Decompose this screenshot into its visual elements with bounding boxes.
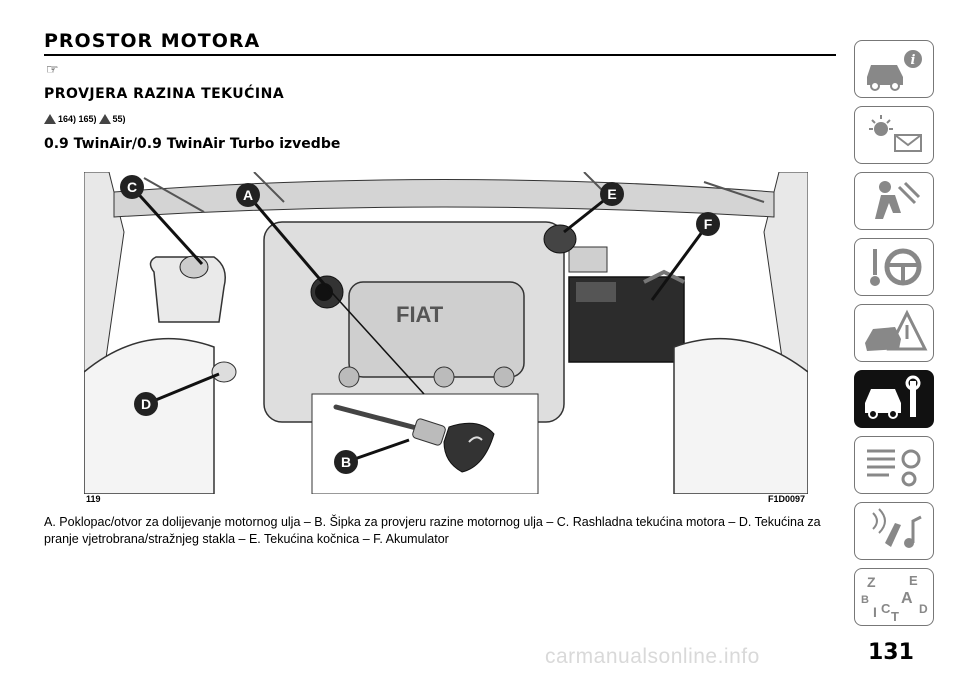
watermark: carmanualsonline.info [545,645,760,668]
index-letter-5: I [873,604,877,620]
steering-wheel-icon [870,248,922,286]
index-letter-6: C [881,601,891,616]
tab-dashboard-lights[interactable] [854,106,934,164]
tab-technical-data[interactable] [854,436,934,494]
callout-D-label: D [141,396,151,412]
callout-C-label: C [127,179,137,195]
warning-ref-first: 164) 165) [58,114,97,124]
variant-heading: 0.9 TwinAir/0.9 TwinAir Turbo izvedbe [44,136,341,152]
tab-emergency[interactable] [854,304,934,362]
callout-E-label: E [607,186,616,202]
callout-A: A [236,183,260,207]
index-letter-8: D [919,602,928,616]
index-letter-7: T [891,609,899,624]
tab-multimedia[interactable] [854,502,934,560]
engine-illustration: FIAT C A [84,172,808,494]
figure-code: F1D0097 [768,494,806,504]
warning-icon [98,114,111,124]
index-letter-1: Z [867,574,876,590]
callout-F: F [696,212,720,236]
index-icon: Z E A B I C T D [861,573,928,624]
tab-index[interactable]: Z E A B I C T D [854,568,934,626]
tab-service[interactable] [854,370,934,428]
figure-number: 119 [86,494,101,504]
page-title: PROSTOR MOTORA [44,30,261,52]
callout-B: B [334,450,358,474]
tab-car-info[interactable]: i [854,40,934,98]
callout-B-label: B [341,454,351,470]
dashboard-lights-icon [869,115,922,152]
warning-refs: 164) 165) 55) [44,114,126,124]
callout-D: D [134,392,158,416]
engine-figure: FIAT C A [84,172,808,494]
index-letter-2: E [909,573,918,588]
callout-E: E [600,182,624,206]
figure-caption: A. Poklopac/otvor za dolijevanje motorno… [44,515,821,546]
page-number: 131 [868,640,914,665]
callout-A-label: A [243,187,253,203]
tab-steering[interactable] [854,238,934,296]
technical-data-icon [867,449,921,487]
callout-F-label: F [704,216,713,232]
hand-icon: ☞ [46,61,59,77]
index-letter-3: A [901,590,913,607]
car-service-wrench-icon [865,375,921,419]
title-rule [44,54,836,56]
section-subtitle: PROVJERA RAZINA TEKUĆINA [44,86,285,102]
warning-ref-second: 55) [112,114,126,124]
emergency-warning-icon [865,309,928,351]
safety-airbag-icon [875,181,921,219]
tab-safety[interactable] [854,172,934,230]
engine-logo: FIAT [396,302,444,327]
multimedia-icon [872,508,922,548]
index-letter-4: B [861,594,869,606]
callout-C: C [120,175,144,199]
svg-text:i: i [911,53,916,68]
warning-icon [44,114,56,124]
car-info-icon: i [867,50,922,91]
